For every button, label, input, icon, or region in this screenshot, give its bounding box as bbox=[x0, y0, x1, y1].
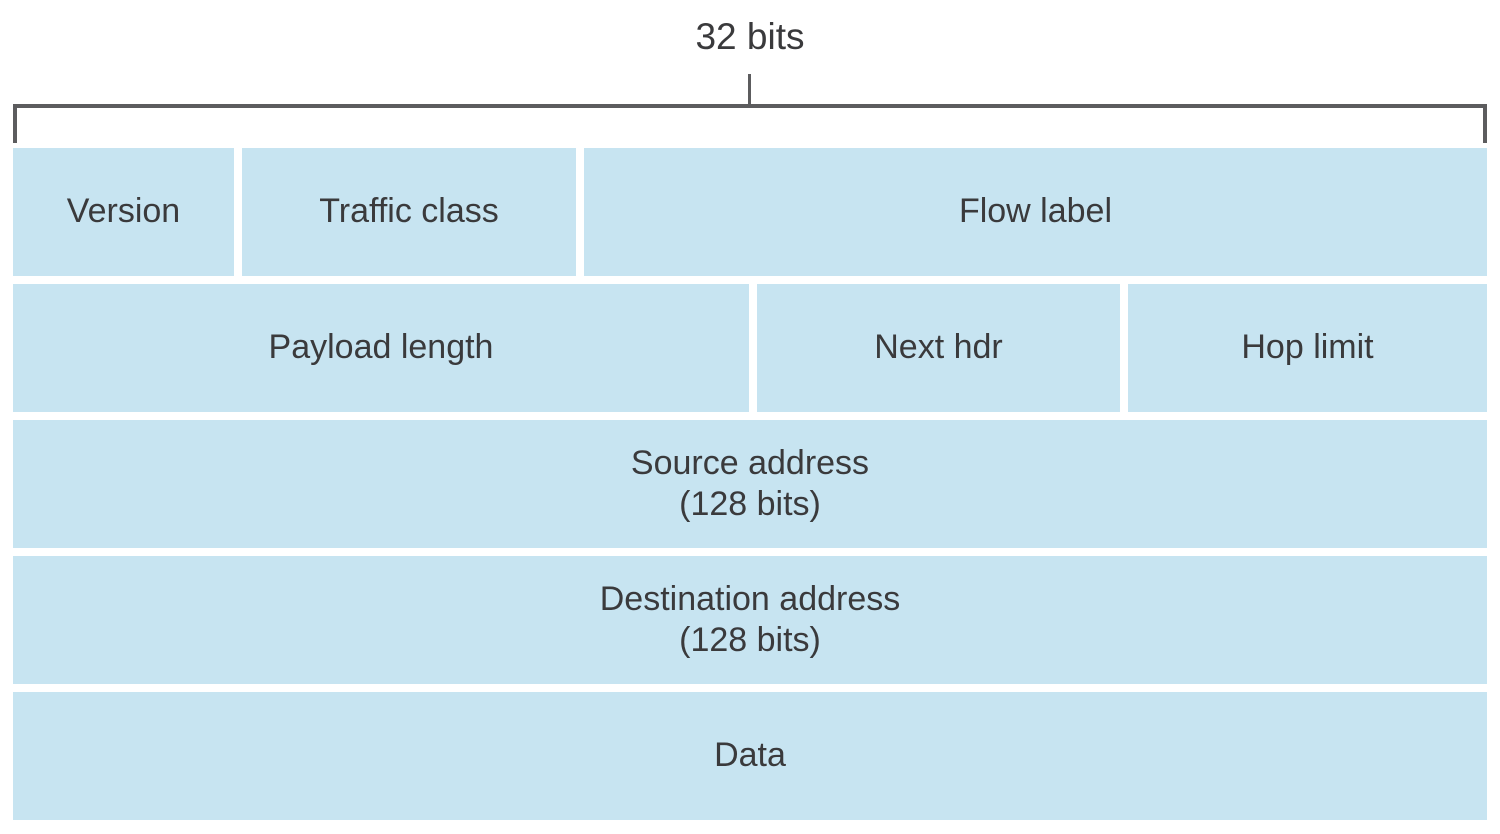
bracket-center-tick bbox=[748, 74, 751, 105]
field-payload-length: Payload length bbox=[13, 284, 749, 412]
field-label: Flow label bbox=[958, 192, 1113, 231]
field-version: Version bbox=[13, 148, 234, 276]
width-bracket bbox=[13, 104, 1487, 143]
field-label: Next hdr bbox=[874, 328, 1003, 367]
header-row-3: Source address (128 bits) bbox=[13, 420, 1487, 548]
field-next-hdr: Next hdr bbox=[757, 284, 1120, 412]
header-row-4: Destination address (128 bits) bbox=[13, 556, 1487, 684]
field-hop-limit: Hop limit bbox=[1128, 284, 1487, 412]
field-label: Destination address bbox=[599, 579, 901, 618]
header-row-1: Version Traffic class Flow label bbox=[13, 148, 1487, 276]
header-row-5: Data bbox=[13, 692, 1487, 820]
field-sublabel: (128 bits) bbox=[679, 485, 821, 523]
field-label: Traffic class bbox=[319, 192, 499, 231]
field-flow-label: Flow label bbox=[584, 148, 1487, 276]
field-traffic-class: Traffic class bbox=[242, 148, 576, 276]
field-label: Hop limit bbox=[1241, 328, 1374, 367]
field-sublabel: (128 bits) bbox=[679, 621, 821, 659]
field-data: Data bbox=[13, 692, 1487, 820]
field-destination-address: Destination address (128 bits) bbox=[13, 556, 1487, 684]
bit-width-label: 32 bits bbox=[695, 16, 805, 57]
field-label: Payload length bbox=[268, 328, 494, 367]
field-source-address: Source address (128 bits) bbox=[13, 420, 1487, 548]
field-label: Version bbox=[66, 192, 181, 231]
header-field-rows: Version Traffic class Flow label Payload… bbox=[13, 148, 1487, 820]
field-label: Source address bbox=[630, 443, 870, 482]
header-row-2: Payload length Next hdr Hop limit bbox=[13, 284, 1487, 412]
field-label: Data bbox=[714, 736, 786, 775]
